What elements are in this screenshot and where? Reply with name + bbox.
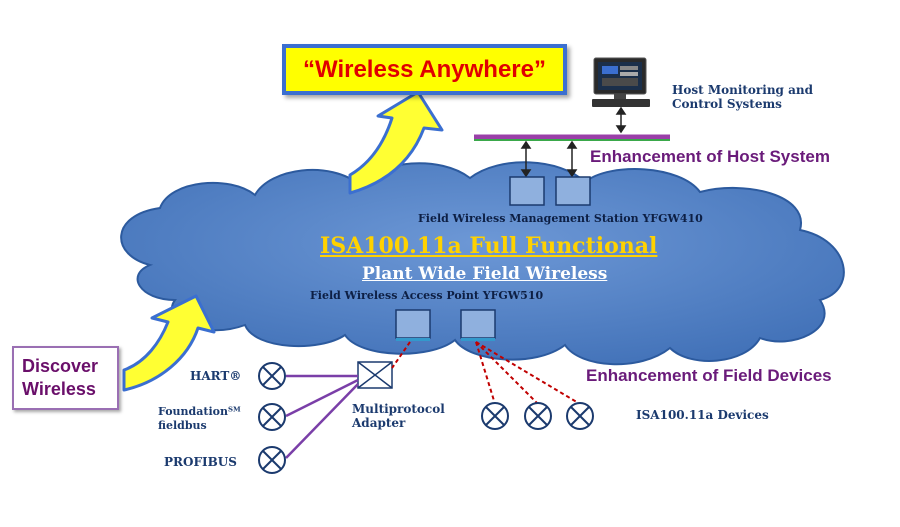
wired-links bbox=[285, 374, 359, 459]
foundation-fieldbus-label: Foundationᵀᴹ fieldbus bbox=[158, 405, 241, 433]
lower-curved-arrow bbox=[122, 294, 216, 392]
multiprotocol-adapter-icon bbox=[357, 361, 393, 389]
enhancement-field-label: Enhancement of Field Devices bbox=[586, 366, 832, 385]
host-computer-icon bbox=[592, 57, 650, 107]
isa-devices-label: ISA100.11a Devices bbox=[636, 408, 769, 422]
wireless-links bbox=[391, 341, 581, 405]
host-label: Host Monitoring and Control Systems bbox=[672, 83, 813, 111]
host-label-line-2: Control Systems bbox=[672, 97, 782, 111]
access-point-label: Field Wireless Access Point YFGW510 bbox=[310, 289, 544, 302]
wireless-anywhere-banner: “Wireless Anywhere” bbox=[282, 44, 567, 95]
isa-device-icons bbox=[481, 402, 594, 430]
cloud-subtitle: Plant Wide Field Wireless bbox=[362, 264, 608, 284]
adapter-label-line-1: Multiprotocol bbox=[352, 402, 445, 416]
network-cloud bbox=[120, 161, 845, 366]
access-point-icon bbox=[395, 309, 496, 341]
fieldbus-label: fieldbus bbox=[158, 419, 207, 432]
cloud-title: ISA100.11a Full Functional bbox=[320, 233, 658, 259]
upper-curved-arrow bbox=[348, 90, 444, 195]
management-station-icon bbox=[509, 176, 591, 206]
discover-line-1: Discover bbox=[22, 356, 99, 376]
adapter-label: Multiprotocol Adapter bbox=[352, 402, 445, 430]
hart-label: HART® bbox=[190, 369, 242, 383]
wireless-anywhere-text: “Wireless Anywhere” bbox=[303, 55, 546, 83]
profibus-label: PROFIBUS bbox=[164, 455, 237, 469]
station-connectors bbox=[520, 140, 578, 178]
foundation-label: Foundationᵀᴹ bbox=[158, 405, 241, 418]
enhancement-host-label: Enhancement of Host System bbox=[590, 147, 830, 166]
host-bus-connector bbox=[615, 106, 627, 134]
host-label-line-1: Host Monitoring and bbox=[672, 83, 813, 97]
discover-wireless-box: Discover Wireless bbox=[12, 346, 119, 410]
wired-device-icons bbox=[258, 362, 286, 474]
discover-line-2: Wireless bbox=[22, 379, 96, 399]
adapter-label-line-2: Adapter bbox=[352, 416, 406, 430]
management-station-label: Field Wireless Management Station YFGW41… bbox=[418, 212, 703, 225]
